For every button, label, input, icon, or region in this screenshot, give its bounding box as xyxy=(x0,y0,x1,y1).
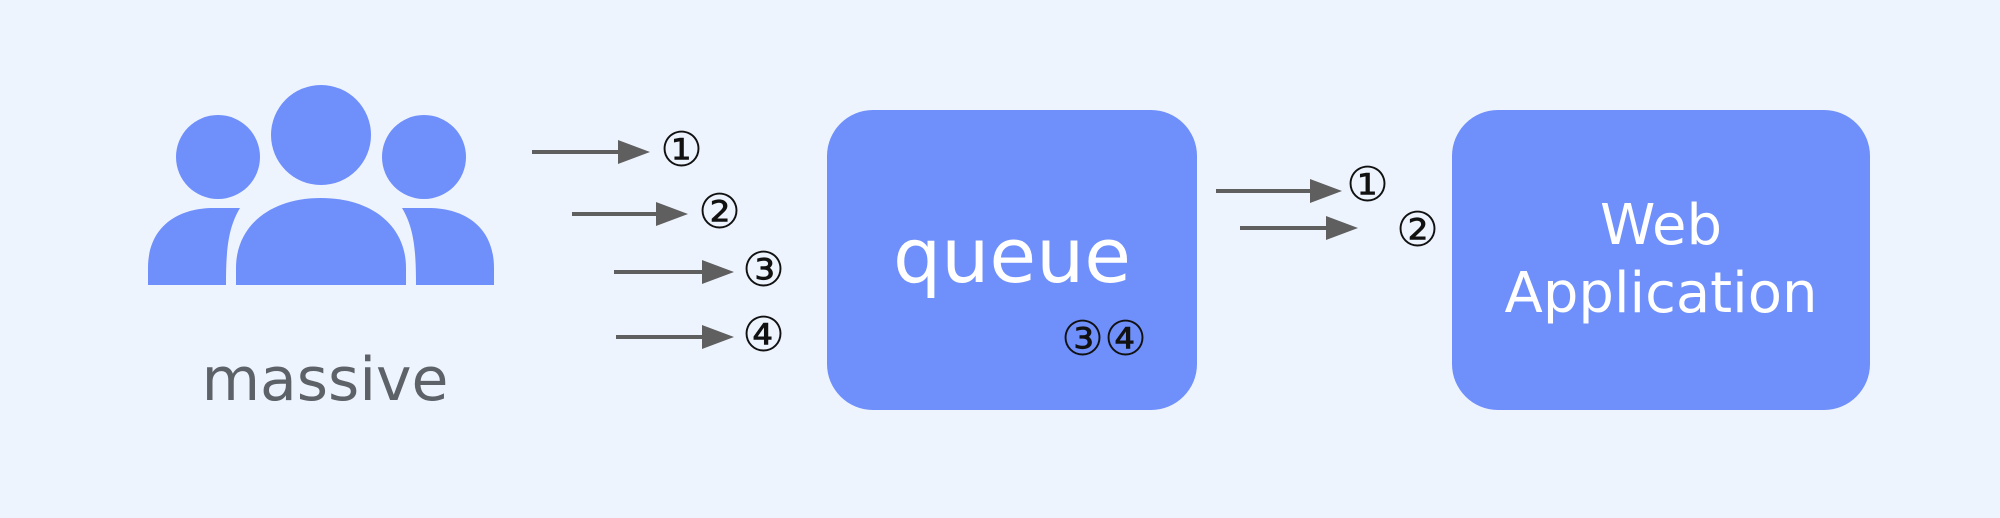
incoming-arrow-3 xyxy=(614,260,734,284)
queue-pending-requests: ③④ xyxy=(1060,311,1147,367)
user-right-head-icon xyxy=(382,115,466,199)
queue-box: queue ③④ xyxy=(827,110,1197,410)
user-right-body-icon xyxy=(402,208,494,285)
queue-label: queue xyxy=(892,211,1132,300)
forwarded-arrows xyxy=(1216,179,1358,240)
user-center-head-icon xyxy=(271,85,371,185)
incoming-request-2: ② xyxy=(698,184,742,240)
users-label: massive xyxy=(201,345,449,415)
incoming-arrow-2 xyxy=(572,202,688,226)
forwarded-request-1: ① xyxy=(1346,157,1390,213)
incoming-request-1: ① xyxy=(660,122,704,178)
user-center-body-icon xyxy=(236,198,406,285)
incoming-request-4: ④ xyxy=(742,307,786,363)
forwarded-arrow-1 xyxy=(1216,179,1342,203)
incoming-arrow-4 xyxy=(616,325,734,349)
forwarded-arrow-2 xyxy=(1240,216,1358,240)
user-left-head-icon xyxy=(176,115,260,199)
web-application-label-line2: Application xyxy=(1504,261,1818,327)
web-application-box: Web Application xyxy=(1452,110,1870,410)
user-left-body-icon xyxy=(148,208,240,285)
incoming-request-3: ③ xyxy=(742,242,786,298)
web-application-label-line1: Web xyxy=(1599,193,1723,258)
users-group-icon xyxy=(148,85,494,285)
forwarded-request-2: ② xyxy=(1396,202,1440,258)
web-application-label: Web Application xyxy=(1452,192,1870,329)
incoming-arrow-1 xyxy=(532,140,650,164)
incoming-arrows xyxy=(532,140,734,349)
